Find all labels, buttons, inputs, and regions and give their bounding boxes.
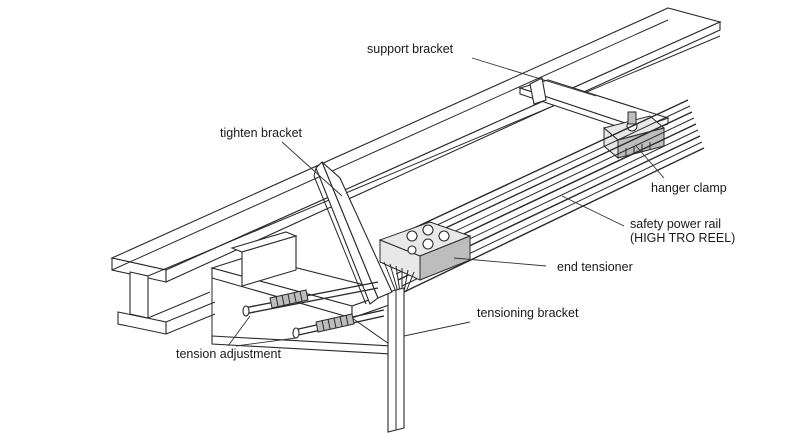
- lower-spring: [315, 313, 355, 333]
- leader-end-tensioner: [453, 257, 547, 267]
- label-tighten-bracket: tighten bracket: [220, 126, 303, 140]
- i-beam: [110, 7, 722, 335]
- leader-tensioning-bracket: [403, 321, 471, 337]
- leader-power-rail: [561, 195, 625, 227]
- label-tension-adjustment: tension adjustment: [176, 347, 281, 361]
- label-high-tro-reel: (HIGH TRO REEL): [630, 231, 735, 245]
- tighten-bracket: [313, 161, 393, 305]
- leader-hanger-clamp: [635, 145, 665, 179]
- end-tensioner: [378, 221, 472, 293]
- label-tensioning-bracket: tensioning bracket: [477, 306, 579, 320]
- tension-adjustment: [242, 281, 385, 339]
- leader-tighten-bracket: [281, 141, 343, 197]
- label-safety-power-rail: safety power rail: [630, 217, 721, 231]
- label-end-tensioner: end tensioner: [557, 260, 633, 274]
- upper-spring: [269, 289, 309, 309]
- leader-tension-adjustment-1: [227, 315, 251, 347]
- leader-lines: [227, 57, 665, 347]
- label-support-bracket: support bracket: [367, 42, 454, 56]
- label-hanger-clamp: hanger clamp: [651, 181, 727, 195]
- leader-tension-adjustment-2: [235, 337, 297, 347]
- leader-support-bracket: [471, 57, 597, 97]
